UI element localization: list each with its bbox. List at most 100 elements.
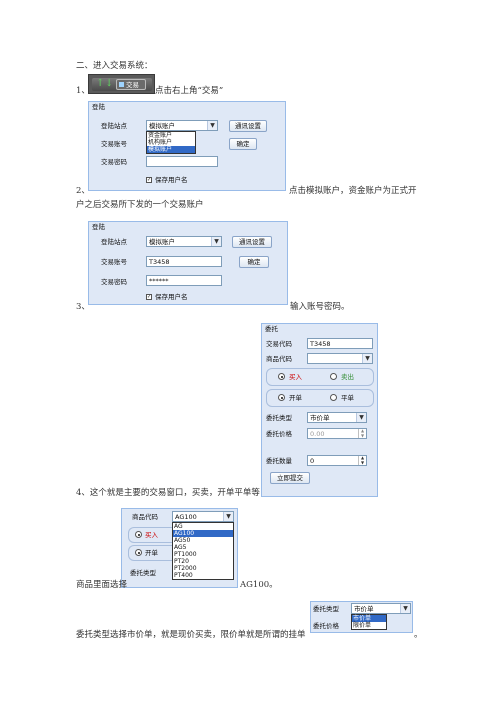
product-option[interactable]: PT1000 [174, 551, 197, 558]
code-input[interactable]: T3458 [307, 338, 373, 349]
ok-button[interactable]: 确定 [239, 256, 269, 268]
trade-button[interactable]: 交易 [116, 79, 146, 90]
comm-settings-button[interactable]: 通讯设置 [232, 236, 272, 248]
order-type-option[interactable]: 限价单 [353, 622, 372, 629]
product-option[interactable]: PT20 [174, 558, 189, 565]
product-option[interactable]: AG [174, 523, 183, 530]
site-option-selected[interactable]: 模拟账户 [147, 146, 195, 153]
order-type-label: 委托类型 [130, 569, 156, 577]
open-close-group [266, 389, 374, 407]
step3-number: 3、 [76, 302, 90, 312]
site-select[interactable]: 模拟账户 ▼ [146, 236, 222, 247]
product-option-selected[interactable]: AG100 [173, 530, 233, 537]
buy-radio[interactable] [135, 531, 142, 538]
product-option[interactable]: AG5 [174, 544, 187, 551]
direction-group [266, 368, 374, 386]
step2-text: 点击模拟账户，资金账户为正式开 [289, 186, 417, 196]
account-label: 交易账号 [101, 140, 127, 148]
arrow-up-icon: ↑ [96, 78, 105, 89]
price-input[interactable]: 0.00 ▲▼ [307, 428, 367, 439]
site-option[interactable]: 资金账户 [148, 132, 173, 139]
site-label: 登陆站点 [101, 122, 127, 130]
open-radio[interactable] [135, 549, 142, 556]
order-type-value: 市价单 [310, 414, 330, 422]
site-option[interactable]: 机构账户 [148, 139, 173, 146]
ok-button[interactable]: 确定 [229, 138, 257, 150]
product-label: 商品代码 [132, 513, 158, 521]
product-select-value: AG100 [175, 513, 197, 521]
save-user-label: 保存用户名 [155, 176, 188, 184]
order-type-dropdown-screenshot: 委托类型 市价单 ▼ 委托价格 市价单 限价单 [310, 601, 413, 633]
step6-text: 委托类型选择市价单，就是现价买卖，限价单就是所谓的挂单 [76, 630, 306, 640]
product-dropdown-list: AG AG100 AG50 AG5 PT1000 PT20 PT2000 PT4… [172, 522, 234, 580]
site-select-value: 模拟账户 [149, 122, 175, 130]
direction-group [128, 527, 172, 543]
chevron-down-icon[interactable]: ▼ [400, 604, 410, 613]
password-input[interactable] [146, 156, 218, 167]
site-dropdown-list: 资金账户 机构账户 模拟账户 [146, 131, 196, 154]
price-label: 委托价格 [266, 430, 292, 438]
site-label: 登陆站点 [101, 238, 127, 246]
save-user-checkbox[interactable]: ✓ [146, 294, 152, 300]
password-label: 交易密码 [101, 158, 127, 166]
chevron-down-icon[interactable]: ▼ [362, 354, 372, 363]
chevron-down-icon[interactable]: ▼ [356, 413, 366, 422]
sell-radio[interactable] [330, 373, 337, 380]
order-type-option-selected[interactable]: 市价单 [352, 615, 386, 622]
spinner-icon[interactable]: ▲▼ [358, 429, 366, 438]
trade-icon [119, 82, 124, 87]
code-label: 交易代码 [266, 340, 292, 348]
chevron-down-icon[interactable]: ▼ [211, 237, 221, 246]
step5-text-end: AG100。 [240, 580, 278, 590]
quantity-input[interactable]: 0 ▲▼ [307, 455, 367, 466]
chevron-down-icon[interactable]: ▼ [223, 512, 233, 521]
product-dropdown-screenshot: 商品代码 AG100 ▼ 买入 开单 委托类型 AG AG100 AG50 AG… [121, 508, 238, 588]
trade-label: 交易 [126, 81, 139, 89]
step5-text: 商品里面选择 [76, 580, 128, 590]
login-panel-1: 登陆 登陆站点 模拟账户 ▼ 资金账户 机构账户 模拟账户 交易账号 交易密码 … [88, 101, 286, 191]
chevron-down-icon[interactable]: ▼ [207, 121, 217, 130]
order-type-value: 市价单 [354, 605, 374, 613]
product-option[interactable]: PT400 [174, 572, 193, 579]
buy-label: 买入 [145, 531, 158, 539]
password-label: 交易密码 [101, 278, 127, 286]
order-type-dropdown-list: 市价单 限价单 [351, 614, 387, 630]
order-type-label: 委托类型 [313, 605, 339, 613]
step1-text: 点击右上角“交易” [155, 86, 224, 96]
toolbar-screenshot: ↑ ↓ 交易 [88, 74, 155, 94]
account-label: 交易账号 [101, 258, 127, 266]
submit-button[interactable]: 立即提交 [270, 472, 310, 484]
product-select[interactable]: ▼ [307, 353, 373, 364]
product-option[interactable]: PT2000 [174, 565, 197, 572]
product-label: 商品代码 [266, 355, 292, 363]
comm-settings-button[interactable]: 通讯设置 [229, 120, 267, 132]
section-heading: 二、进入交易系统： [76, 61, 153, 71]
login-panel-title: 登陆 [92, 103, 105, 111]
login-panel-2: 登陆 登陆站点 模拟账户 ▼ 交易账号 T3458 交易密码 ****** 通讯… [88, 221, 288, 305]
open-close-group [128, 545, 172, 561]
price-label: 委托价格 [313, 622, 339, 630]
step3-text: 输入账号密码。 [290, 302, 350, 312]
arrow-down-icon: ↓ [105, 78, 114, 89]
price-value: 0.00 [310, 430, 325, 438]
step6-end: 。 [414, 630, 423, 640]
spinner-icon[interactable]: ▲▼ [358, 456, 366, 465]
buy-radio[interactable] [278, 373, 285, 380]
open-label: 开单 [145, 549, 158, 557]
save-user-checkbox[interactable]: ✓ [146, 177, 152, 183]
open-radio[interactable] [278, 394, 285, 401]
step1-number: 1、 [76, 86, 90, 96]
product-select[interactable]: AG100 ▼ [172, 511, 234, 522]
quantity-value: 0 [310, 457, 315, 465]
close-radio[interactable] [330, 394, 337, 401]
login-panel-title: 登陆 [92, 223, 105, 231]
site-select[interactable]: 模拟账户 ▼ [146, 120, 218, 131]
site-select-value: 模拟账户 [149, 238, 175, 246]
order-panel: 委托 交易代码 T3458 商品代码 ▼ 买入 卖出 开单 平单 委托类型 市价… [261, 323, 378, 497]
order-type-select[interactable]: 市价单 ▼ [351, 603, 411, 614]
product-option[interactable]: AG50 [174, 537, 191, 544]
order-type-select[interactable]: 市价单 ▼ [307, 412, 367, 423]
account-input[interactable]: T3458 [146, 256, 222, 267]
step2-number: 2、 [76, 186, 90, 196]
password-input[interactable]: ****** [146, 275, 222, 286]
